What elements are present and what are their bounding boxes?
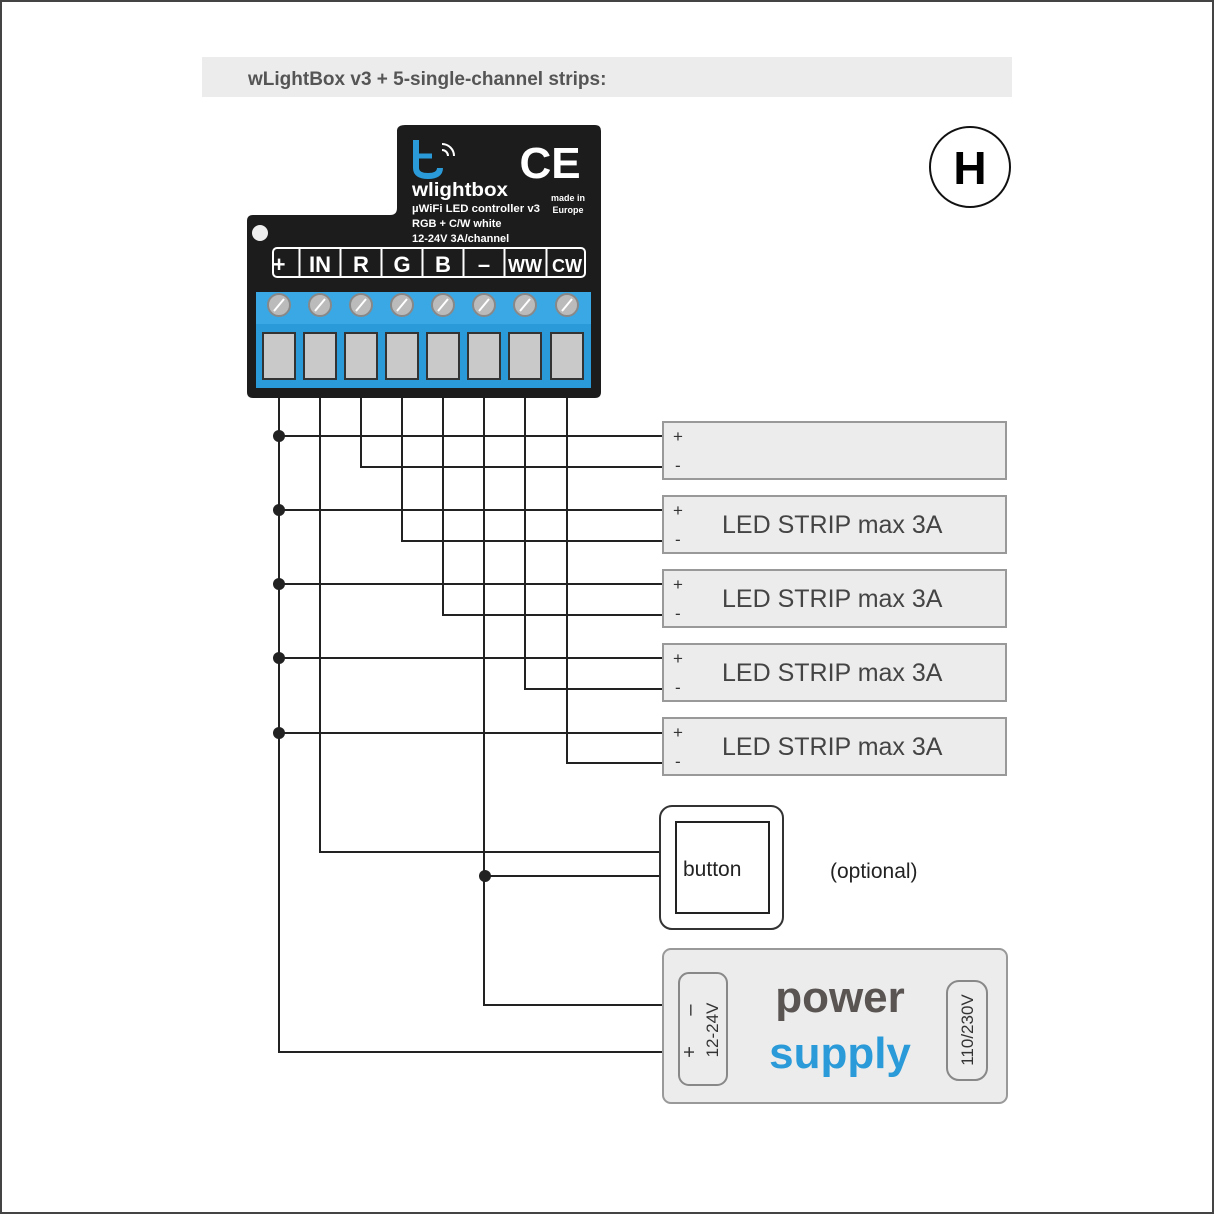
brand-name: wlightbox bbox=[411, 180, 509, 201]
model: µWiFi LED controller v3 bbox=[412, 203, 540, 215]
led-strip: + - LED STRIP max 3A bbox=[662, 569, 1007, 628]
terminal-label-g: G bbox=[393, 252, 410, 277]
ac-terminal bbox=[946, 980, 988, 1081]
made-in: made in bbox=[551, 193, 585, 203]
psu-dc-voltage: 12-24V bbox=[703, 1002, 722, 1057]
made-in-europe: Europe bbox=[552, 205, 583, 215]
psu-word-power: power bbox=[775, 973, 905, 1022]
strip-minus: - bbox=[675, 530, 681, 549]
push-button: button bbox=[659, 805, 784, 930]
strip-plus: + bbox=[673, 501, 683, 520]
title: wLightBox v3 + 5-single-channel strips: bbox=[247, 69, 606, 90]
terminal-screw-minus bbox=[467, 293, 501, 380]
wires bbox=[273, 395, 663, 1053]
terminal-screw-r bbox=[344, 293, 378, 380]
terminal-label-plus: + bbox=[273, 252, 286, 277]
led-strip: +- bbox=[662, 421, 1007, 480]
wlightbox-device: wlightbox µWiFi LED controller v3 RGB + … bbox=[247, 125, 601, 398]
strip-minus: - bbox=[675, 456, 681, 475]
strip-plus: + bbox=[673, 575, 683, 594]
badge-letter: H bbox=[953, 142, 986, 194]
strip-minus: - bbox=[675, 752, 681, 771]
optional-note: (optional) bbox=[830, 860, 918, 883]
terminal-screw-b bbox=[426, 293, 460, 380]
psu-word-supply: supply bbox=[769, 1029, 911, 1078]
terminal-screw-in bbox=[303, 293, 337, 380]
button-label: button bbox=[683, 858, 741, 881]
spec-power: 12-24V 3A/channel bbox=[412, 233, 509, 245]
terminal-label-minus: – bbox=[478, 252, 490, 277]
terminal-label-in: IN bbox=[309, 252, 331, 277]
strip-plus: + bbox=[673, 427, 683, 446]
title-bar bbox=[202, 57, 1012, 97]
power-supply: – + 12-24V power supply 110/230V bbox=[662, 948, 1008, 1104]
terminal-label-strip bbox=[272, 247, 586, 278]
spec-channels: RGB + C/W white bbox=[412, 218, 502, 230]
terminal-screw-ww bbox=[508, 293, 542, 380]
terminal-label-r: R bbox=[353, 252, 369, 277]
strip-plus: + bbox=[673, 649, 683, 668]
strip-label: LED STRIP max 3A bbox=[722, 659, 943, 687]
psu-ac-voltage: 110/230V bbox=[958, 994, 977, 1066]
strip-label: LED STRIP max 3A bbox=[722, 511, 943, 539]
strip-minus: - bbox=[675, 678, 681, 697]
led-strip: + - LED STRIP max 3A bbox=[662, 717, 1007, 776]
strip-plus: + bbox=[673, 723, 683, 742]
psu-plus: + bbox=[679, 1046, 701, 1058]
led-strip: + - LED STRIP max 3A bbox=[662, 643, 1007, 702]
dc-terminal bbox=[678, 972, 728, 1086]
badge: H bbox=[929, 126, 1011, 208]
strip-label: LED STRIP max 3A bbox=[722, 733, 943, 761]
strip-minus: - bbox=[675, 604, 681, 623]
terminal-screw-plus bbox=[262, 293, 296, 380]
mounting-hole bbox=[252, 225, 268, 241]
ce-mark: CE bbox=[519, 139, 580, 188]
terminal-label-b: B bbox=[435, 252, 451, 277]
led-strip: + - LED STRIP max 3A bbox=[662, 495, 1007, 554]
terminal-label-ww: WW bbox=[508, 256, 542, 276]
terminal-screw-g bbox=[385, 293, 419, 380]
psu-minus: – bbox=[679, 1004, 701, 1016]
terminal-label-cw: CW bbox=[552, 256, 582, 276]
brand-logo-icon bbox=[413, 140, 455, 180]
strip-label: LED STRIP max 3A bbox=[722, 585, 943, 613]
terminal-screw-cw bbox=[550, 293, 584, 380]
